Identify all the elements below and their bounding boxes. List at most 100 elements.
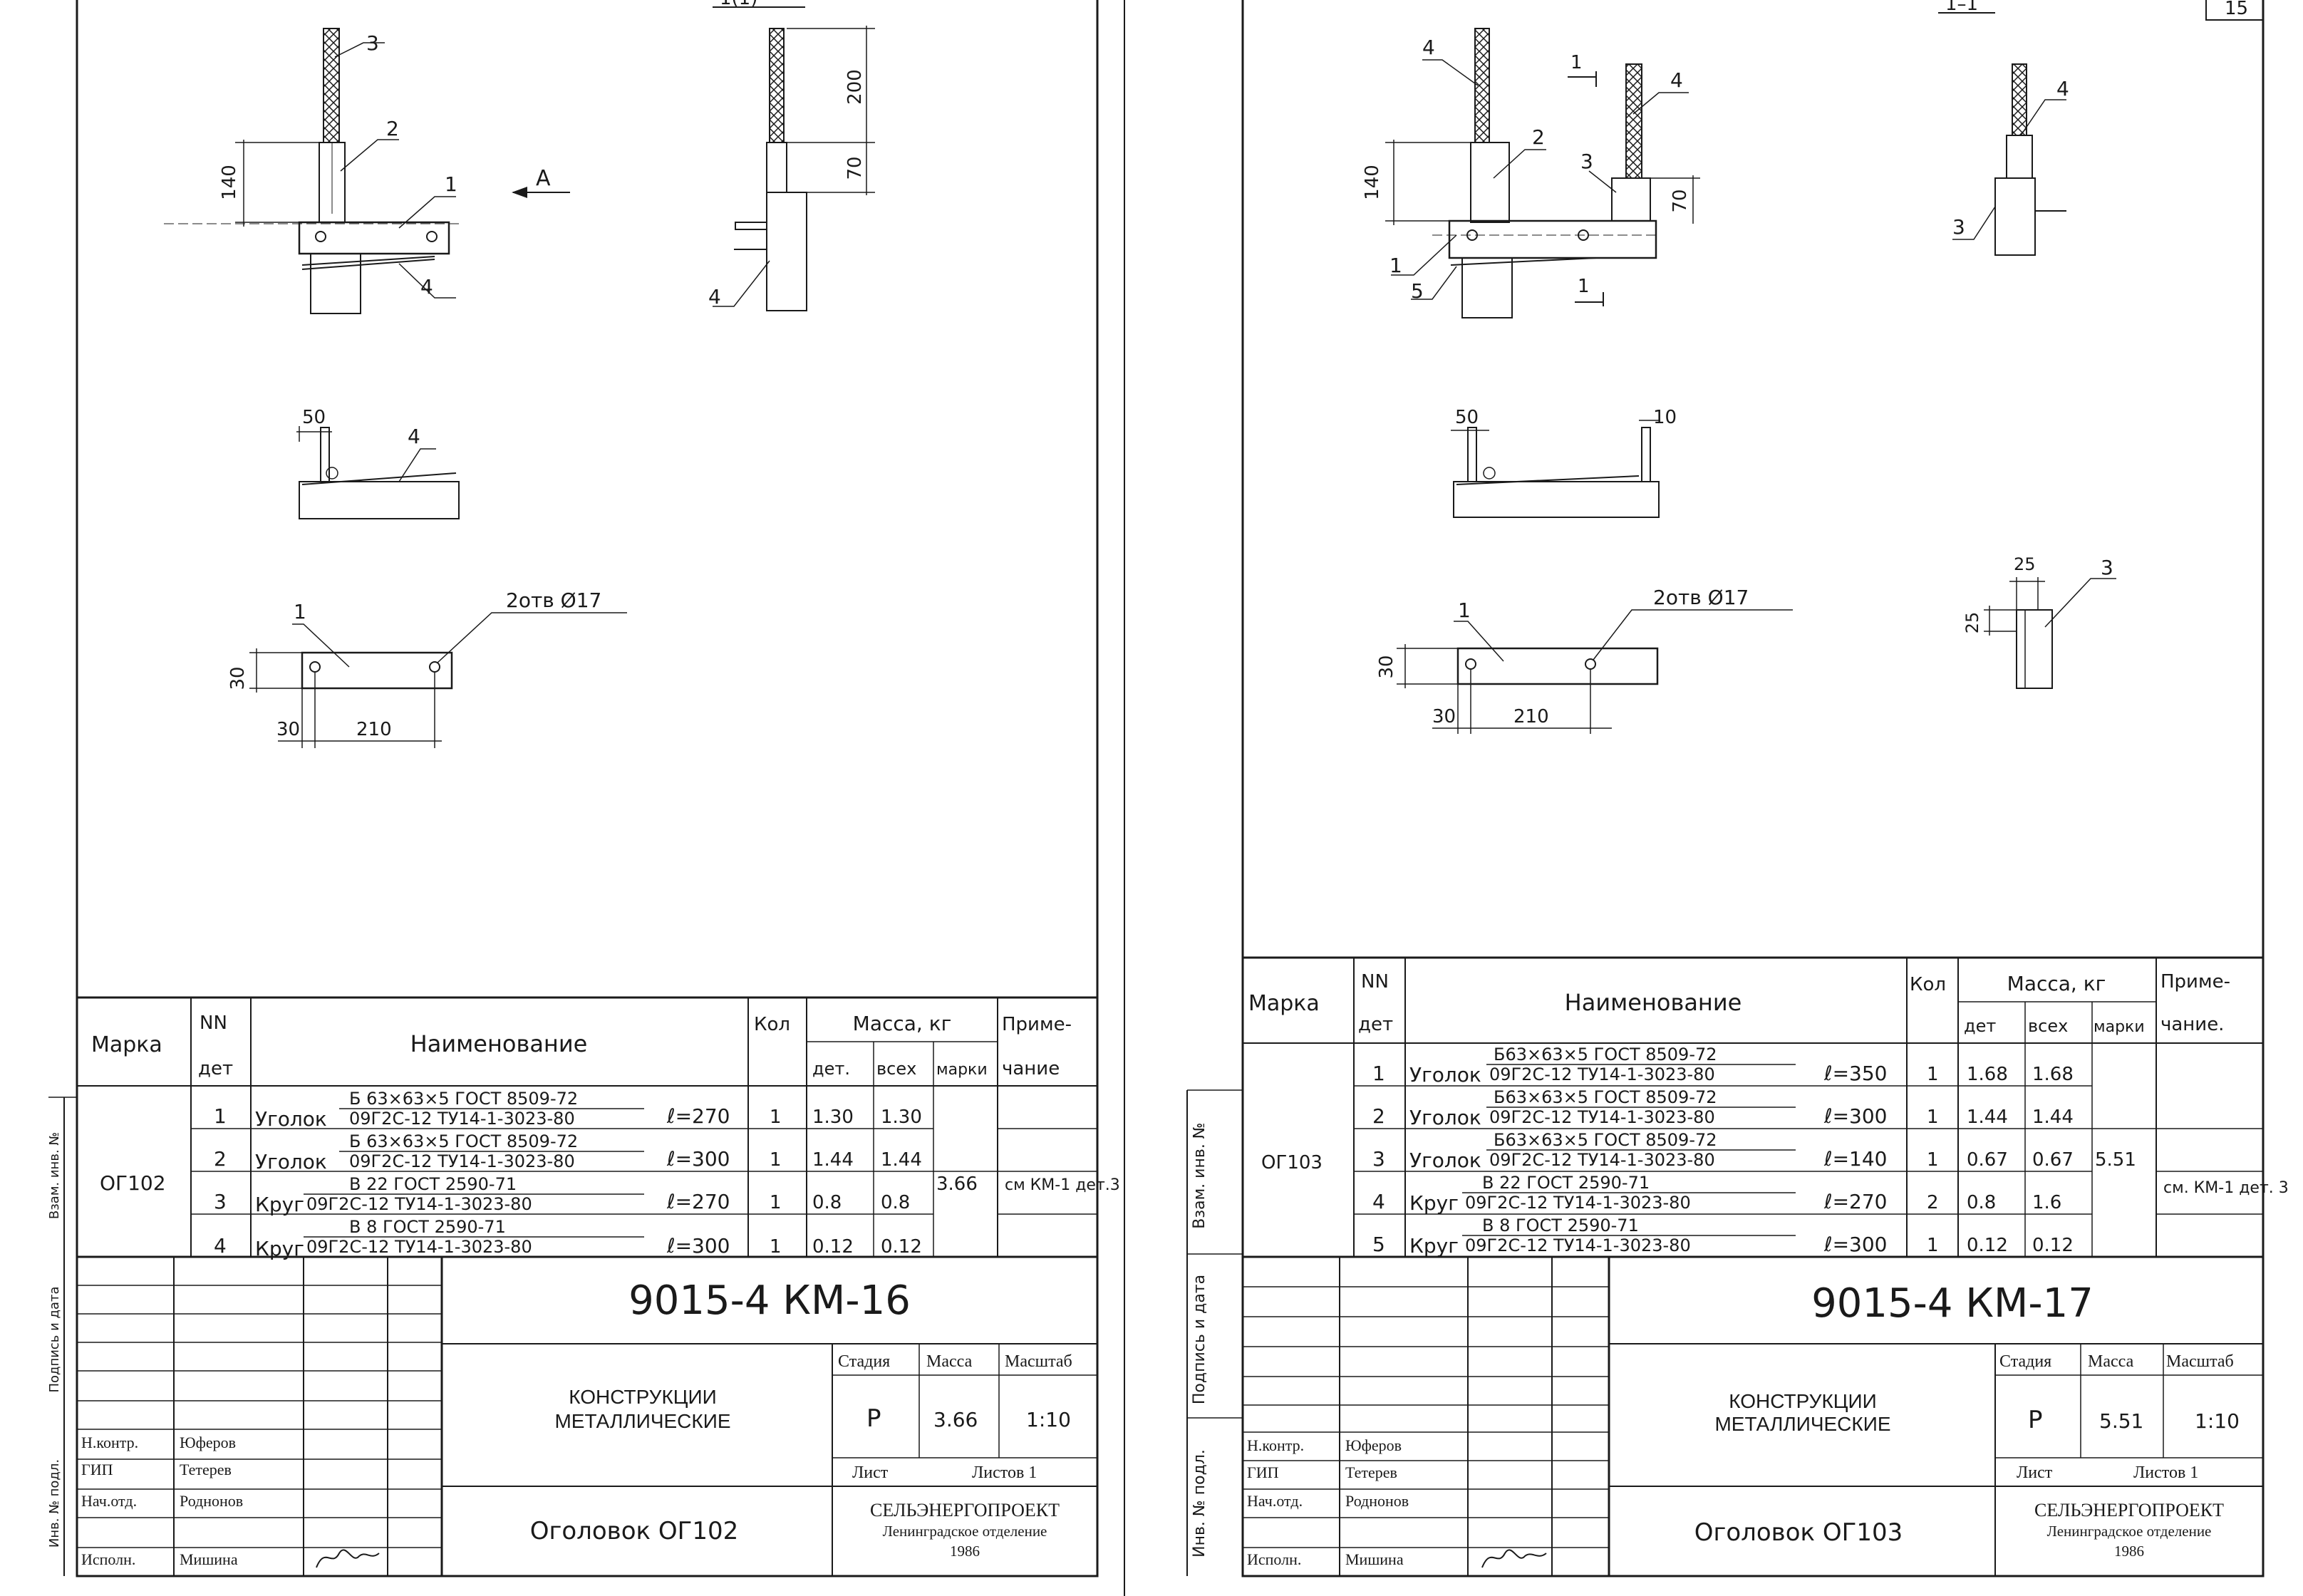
- spec-table: Марка NN дет Наименование Кол Масса, кг …: [77, 996, 1120, 1260]
- row-kol: 1: [770, 1149, 782, 1171]
- person-4: Мишина: [180, 1550, 238, 1568]
- role-2: ГИП: [1247, 1463, 1279, 1481]
- detail-1-view: 1 2отв Ø17 30 30 210: [227, 589, 627, 748]
- row-len: ℓ=270: [666, 1190, 730, 1213]
- subject-line-2: МЕТАЛЛИЧЕСКИЕ: [554, 1410, 730, 1432]
- side-stamp-1: Взам. инв. №: [1191, 1122, 1209, 1228]
- org-year: 1986: [950, 1543, 980, 1560]
- dim-140: 140: [219, 165, 240, 200]
- hdr-name: Наименование: [1565, 989, 1742, 1016]
- row-n: 2: [1372, 1104, 1385, 1128]
- row-spec-top: Б63×63×5 ГОСТ 8509-72: [1494, 1045, 1717, 1064]
- front-view: 140 70 4 4 2 3 1 5 1 1: [1362, 28, 1700, 318]
- row-mass-all: 0.8: [881, 1192, 910, 1213]
- callout-1b: 1: [294, 600, 306, 623]
- side-stamp-3: Инв. № подл.: [1191, 1449, 1209, 1558]
- dim-50: 50: [1455, 407, 1479, 428]
- hdr-mass-marki: марки: [2094, 1018, 2145, 1036]
- role-3: Нач.отд.: [81, 1492, 137, 1510]
- row-spec-bot: 09Г2С-12 ТУ14-1-3023-80: [1489, 1107, 1715, 1127]
- org-year: 1986: [2114, 1543, 2144, 1560]
- row-mass-det: 0.12: [1967, 1235, 2008, 1256]
- dim-25b: 25: [1962, 612, 1982, 634]
- dim-25a: 25: [2014, 554, 2036, 574]
- hdr-mass-marki: марки: [936, 1061, 988, 1079]
- section-view: 4 3: [1952, 63, 2069, 256]
- row-kol: 1: [1927, 1064, 1939, 1085]
- row-type: Круг: [255, 1193, 304, 1216]
- row-mass-all: 0.12: [2032, 1235, 2074, 1256]
- detail-3-view: 25 25 3: [1962, 554, 2116, 689]
- row-len: ℓ=350: [1823, 1062, 1887, 1085]
- row-mass-all: 1.68: [2032, 1064, 2074, 1085]
- row-note: см КМ-1 дет.3: [1005, 1176, 1120, 1194]
- hdr-mass-all: всех: [2028, 1016, 2068, 1036]
- hdr-note1: Приме-: [1002, 1014, 1072, 1035]
- hdr-nn: NN: [1361, 971, 1389, 993]
- side-stamp-2: Подпись и дата: [1191, 1275, 1209, 1404]
- table-row: 1 Уголок Б 63×63×5 ГОСТ 8509-72 09Г2С-12…: [214, 1089, 922, 1131]
- sheet-number-box: [2205, 0, 2264, 21]
- row-mass-det: 0.12: [812, 1236, 854, 1258]
- role-4: Исполн.: [81, 1550, 135, 1568]
- row-kol: 1: [1927, 1107, 1939, 1128]
- row-mass-all: 0.12: [881, 1236, 922, 1258]
- role-3: Нач.отд.: [1247, 1492, 1303, 1510]
- row-spec-bot: 09Г2С-12 ТУ14-1-3023-80: [306, 1237, 532, 1257]
- plan-view: 50 10: [1451, 407, 1677, 518]
- hdr-det: дет: [198, 1058, 233, 1079]
- drawing-code: 9015-4 КМ-17: [1811, 1280, 2094, 1327]
- row-spec-top: Б63×63×5 ГОСТ 8509-72: [1494, 1087, 1717, 1107]
- drawing-code: 9015-4 КМ-16: [628, 1278, 911, 1324]
- row-mass-all: 1.44: [881, 1149, 922, 1171]
- hdr-det: дет: [1358, 1014, 1393, 1035]
- row-n: 5: [1372, 1233, 1385, 1256]
- row-len: ℓ=300: [666, 1147, 730, 1171]
- person-3: Роднонов: [1345, 1492, 1409, 1510]
- person-4: Мишина: [1345, 1550, 1404, 1568]
- stage-label: Стадия: [1999, 1352, 2051, 1371]
- hdr-nn: NN: [200, 1012, 227, 1034]
- holes-note: 2отв Ø17: [1653, 586, 1749, 609]
- title-block: 9015-4 КМ-17 КОНСТРУКЦИИ МЕТАЛЛИЧЕСКИЕ С…: [1243, 1255, 2263, 1576]
- row-mass-det: 1.68: [1967, 1064, 2008, 1085]
- row-mass-det: 0.8: [812, 1192, 842, 1213]
- sheets-count-label: Листов 1: [2133, 1463, 2198, 1482]
- row-n: 4: [214, 1234, 227, 1258]
- scale-label: Масштаб: [1005, 1352, 1072, 1371]
- row-len: ℓ=300: [1823, 1233, 1887, 1256]
- callout-4c: 4: [2056, 77, 2069, 100]
- table-row: 5 Круг В 8 ГОСТ 2590-71 09Г2С-12 ТУ14-1-…: [1372, 1216, 2074, 1258]
- table-row: 1 Уголок Б63×63×5 ГОСТ 8509-72 09Г2С-12 …: [1372, 1045, 2074, 1087]
- row-mass-det: 1.44: [812, 1149, 854, 1171]
- dim-50: 50: [302, 407, 326, 428]
- table-row: 2 Уголок Б 63×63×5 ГОСТ 8509-72 09Г2С-12…: [214, 1131, 922, 1173]
- callout-4b: 4: [1670, 68, 1683, 92]
- row-mark: ОГ102: [100, 1171, 166, 1195]
- row-kol: 1: [1927, 1149, 1939, 1171]
- row-spec-top: Б63×63×5 ГОСТ 8509-72: [1494, 1130, 1717, 1150]
- hdr-mass-det: дет: [1964, 1016, 1996, 1036]
- row-len: ℓ=140: [1823, 1147, 1887, 1171]
- scale-value: 1:10: [1026, 1408, 1071, 1431]
- callout-4a: 4: [1422, 36, 1435, 59]
- row-mass-all: 1.6: [2032, 1192, 2061, 1213]
- holes-note: 2отв Ø17: [506, 589, 601, 612]
- sheets-count-label: Листов 1: [972, 1463, 1037, 1482]
- title-block: 9015-4 КМ-16 КОНСТРУКЦИИ МЕТАЛЛИЧЕСКИЕ С…: [77, 1255, 1097, 1576]
- sheet-label: Лист: [2017, 1463, 2053, 1482]
- side-stamp-1: Взам. инв. №: [47, 1132, 62, 1219]
- dim-10: 10: [1653, 407, 1677, 428]
- row-spec-top: Б 63×63×5 ГОСТ 8509-72: [349, 1131, 578, 1151]
- row-type: Круг: [1409, 1234, 1459, 1258]
- hdr-note2: чание: [1002, 1058, 1060, 1079]
- hdr-kol: Кол: [754, 1014, 790, 1035]
- drawing-title: Оголовок ОГ102: [530, 1517, 739, 1545]
- row-mass-det: 1.30: [812, 1107, 854, 1128]
- row-n: 2: [214, 1147, 227, 1171]
- role-1: Н.контр.: [81, 1434, 138, 1451]
- row-mass-det: 0.8: [1967, 1192, 1996, 1213]
- row-spec-bot: 09Г2С-12 ТУ14-1-3023-80: [349, 1151, 575, 1171]
- row-spec-top: В 8 ГОСТ 2590-71: [349, 1217, 506, 1237]
